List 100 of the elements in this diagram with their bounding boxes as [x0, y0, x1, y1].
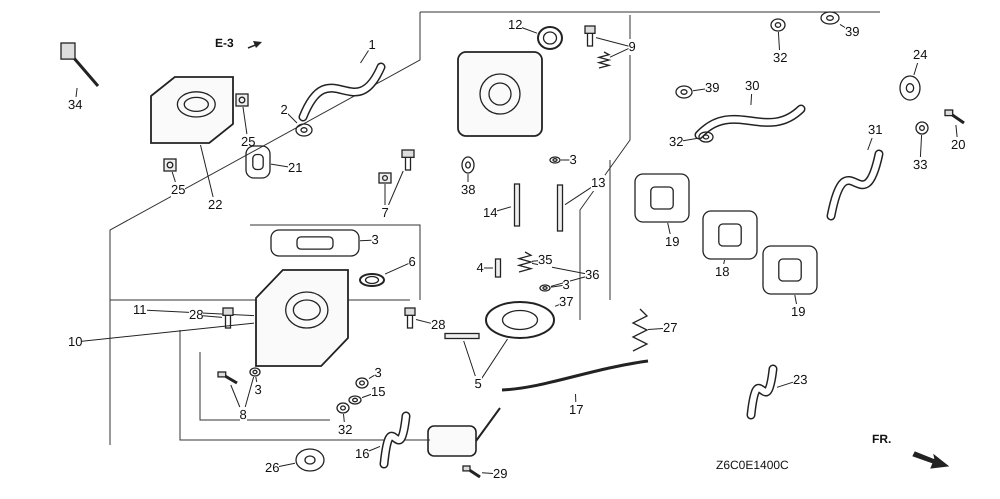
ring-drawing: [485, 301, 555, 339]
callout-number: 2: [280, 102, 288, 118]
bolt-drawing: [944, 109, 966, 125]
callout-number: 13: [591, 175, 606, 191]
spring-drawing: [632, 308, 648, 352]
leader-line: [920, 134, 922, 158]
pin-drawing: [555, 184, 565, 232]
washer-drawing: [698, 131, 714, 143]
screw-drawing: [401, 149, 415, 171]
reference-label: E-3: [215, 36, 234, 50]
pin-drawing: [444, 331, 480, 341]
leader-line: [667, 222, 671, 234]
leader-line: [794, 294, 797, 304]
leader-line: [913, 62, 918, 76]
leader-line: [202, 315, 222, 318]
leader-line: [575, 394, 576, 402]
spring-drawing: [518, 251, 532, 273]
leader-line: [200, 144, 214, 198]
washer-drawing: [249, 367, 261, 377]
leader-line: [172, 172, 176, 182]
leader-line: [776, 382, 794, 388]
gasket-drawing: [270, 229, 360, 257]
gasket-drawing: [702, 210, 758, 260]
housing-drawing: [254, 268, 350, 368]
washer-drawing: [336, 402, 350, 414]
leader-line: [76, 88, 78, 98]
gasket-drawing: [762, 245, 818, 295]
leader-line: [360, 240, 372, 242]
washer-drawing: [770, 18, 786, 32]
ring-drawing: [359, 273, 385, 287]
leader-line: [610, 48, 629, 58]
leader-line: [692, 88, 706, 92]
washer-drawing: [820, 11, 840, 25]
nut-drawing: [378, 172, 392, 184]
leader-line: [362, 394, 372, 398]
leader-line: [532, 262, 586, 274]
leader-line: [360, 50, 369, 64]
leader-line: [481, 338, 508, 380]
housing-drawing: [149, 75, 235, 145]
leader-line: [416, 319, 432, 324]
screw-drawing: [584, 25, 596, 47]
callout-number: 24: [913, 47, 928, 63]
leader-line: [82, 322, 254, 342]
washer-drawing: [295, 448, 325, 472]
leader-line: [867, 138, 873, 150]
callout-number: 31: [868, 122, 882, 138]
gasket-drawing: [634, 173, 690, 223]
callout-number: 9: [628, 39, 636, 55]
leader-line: [270, 164, 288, 168]
callout-number: 25: [171, 182, 186, 198]
screw-drawing: [222, 307, 234, 329]
washer-drawing: [348, 395, 362, 405]
leader-line: [146, 310, 254, 316]
pin-drawing: [511, 183, 523, 227]
washer-drawing: [549, 156, 561, 164]
washer-drawing: [539, 284, 551, 292]
leader-line: [648, 328, 664, 330]
spring-drawing: [598, 51, 610, 69]
leader-line: [287, 113, 298, 124]
washer-drawing: [295, 123, 313, 137]
hose-drawing: [299, 63, 385, 121]
leader-line: [550, 276, 586, 287]
part-code: Z6C0E1400C: [716, 458, 789, 472]
leader-line: [482, 472, 494, 474]
gasket-drawing: [245, 145, 271, 179]
leader-line: [244, 376, 254, 408]
callout-number: 35: [538, 252, 552, 268]
leader-line: [384, 263, 409, 275]
leader-line: [343, 414, 345, 422]
washer-drawing: [915, 121, 929, 135]
leader-line: [255, 376, 258, 382]
leader-line: [564, 187, 592, 206]
hose-drawing: [827, 150, 883, 220]
pin-drawing: [493, 258, 503, 278]
leader-line: [368, 446, 380, 452]
leader-line: [955, 124, 958, 138]
leader-line: [550, 285, 563, 288]
leader-line: [242, 106, 248, 134]
hose-drawing: [380, 412, 410, 468]
leader-line: [532, 260, 538, 262]
leader-line: [384, 184, 386, 206]
reference-label: FR.: [872, 432, 892, 446]
bolt-drawing: [60, 42, 100, 88]
leader-line: [368, 374, 375, 380]
leader-line: [682, 138, 698, 142]
bolt-drawing: [462, 465, 482, 479]
washer-drawing: [675, 85, 693, 99]
leader-line: [554, 304, 560, 307]
nut-drawing: [163, 158, 177, 172]
leader-line: [230, 384, 240, 408]
hose-drawing: [747, 365, 777, 419]
washer-drawing: [461, 156, 475, 174]
leader-line: [522, 27, 538, 34]
washer-drawing: [899, 75, 921, 101]
leader-line: [388, 170, 404, 206]
leader-line: [840, 24, 846, 28]
screw-drawing: [404, 307, 416, 329]
ring-drawing: [537, 26, 563, 50]
callout-number: 8: [240, 407, 247, 423]
leader-line: [463, 340, 476, 376]
